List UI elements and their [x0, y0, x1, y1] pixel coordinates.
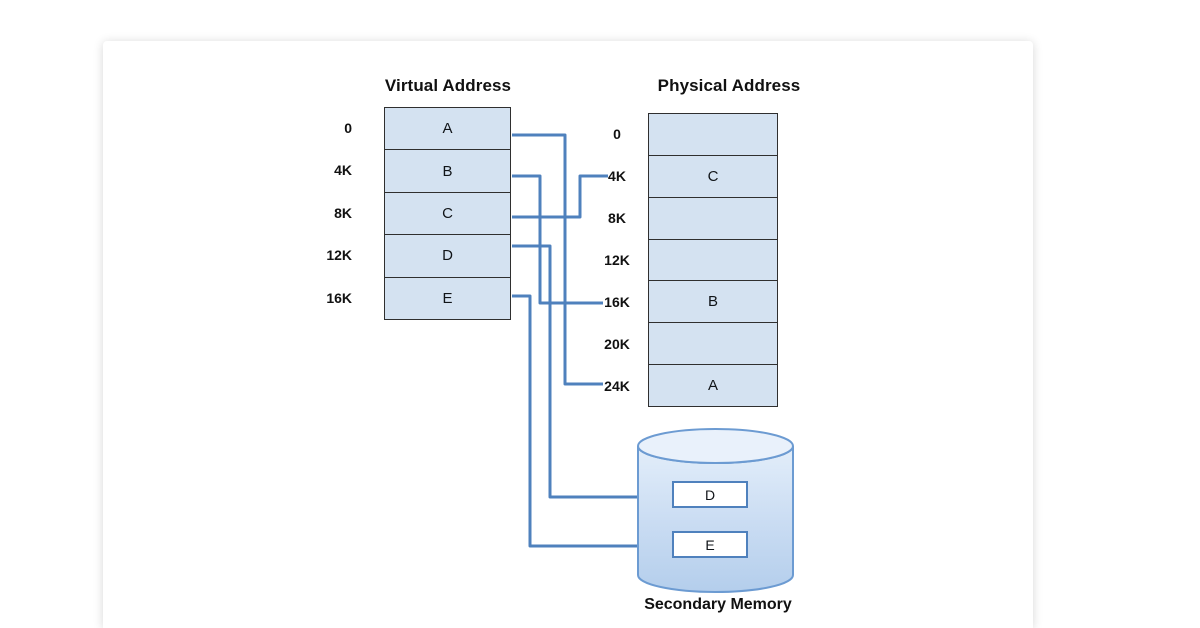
physical-frame-row — [649, 322, 777, 364]
disk-block-d: D — [672, 481, 748, 508]
virtual-page-label: D — [442, 247, 453, 265]
physical-addr-label: 16K — [604, 294, 630, 310]
virtual-addr-label: 16K — [326, 290, 352, 306]
physical-addr-label: 12K — [604, 252, 630, 268]
physical-address-title: Physical Address — [657, 76, 801, 95]
virtual-page-row: A — [385, 108, 510, 149]
physical-frame-row — [649, 238, 777, 281]
virtual-memory-table: A B C D E — [384, 107, 511, 320]
disk-block-label: D — [704, 486, 716, 503]
physical-frame-label: B — [707, 293, 718, 311]
physical-frame-label: A — [707, 377, 718, 395]
virtual-addr-label: 0 — [344, 120, 352, 136]
virtual-address-title: Virtual Address — [384, 76, 512, 95]
virtual-addr-label: 8K — [334, 205, 352, 221]
physical-addr-label: 20K — [604, 336, 630, 352]
virtual-page-row: B — [385, 149, 510, 191]
virtual-page-row: E — [385, 276, 510, 319]
virtual-addr-label: 12K — [326, 247, 352, 263]
virtual-page-label: E — [442, 289, 453, 307]
virtual-addr-label: 4K — [334, 162, 352, 178]
physical-frame-row: B — [649, 280, 777, 322]
secondary-memory-label: Secondary Memory — [644, 596, 792, 613]
disk-block-e: E — [672, 531, 748, 558]
virtual-page-label: A — [442, 120, 453, 138]
virtual-page-label: C — [442, 205, 453, 223]
physical-addr-label: 8K — [608, 210, 626, 226]
physical-frame-row — [649, 114, 777, 155]
content-card — [103, 41, 1033, 628]
physical-memory-table: C B A — [648, 113, 778, 407]
virtual-page-row: D — [385, 234, 510, 276]
virtual-page-label: B — [442, 162, 453, 180]
disk-block-label: E — [705, 536, 715, 553]
physical-frame-label: C — [707, 167, 719, 185]
physical-frame-row: C — [649, 154, 777, 197]
physical-addr-label: 24K — [604, 378, 630, 394]
virtual-page-row: C — [385, 191, 510, 234]
physical-addr-label: 4K — [608, 168, 626, 184]
physical-frame-row — [649, 196, 777, 239]
physical-addr-label: 0 — [613, 126, 621, 142]
physical-frame-row: A — [649, 364, 777, 406]
